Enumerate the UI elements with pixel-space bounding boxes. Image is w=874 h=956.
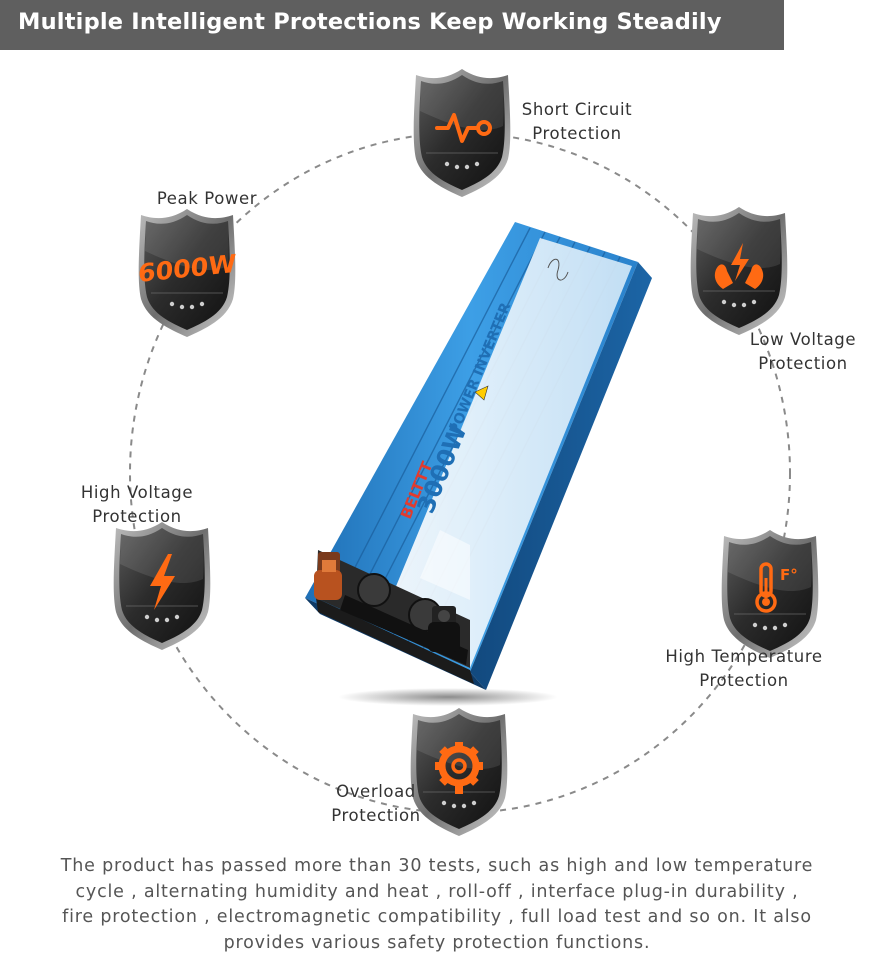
shield-high-voltage [113,521,211,651]
label-short-circuit: Short Circuit Protection [521,100,633,143]
shield-high-temperature: F° [721,529,819,659]
footer-line: cycle , alternating humidity and heat , … [75,881,799,902]
label-overload: Overload Protection [331,782,421,825]
inverter-image: BELTTT 3000W POWER INVERTER [305,222,652,690]
gear-icon [435,742,483,794]
footer-line: The product has passed more than 30 test… [60,856,814,876]
thermometer-icon: F° [755,562,798,613]
pulse-wave-icon [435,113,492,143]
shield-low-voltage [690,206,788,336]
label-low-voltage: Low Voltage Protection [749,330,857,373]
footer-description: The product has passed more than 30 test… [0,854,874,956]
hands-lightning-icon [714,243,764,289]
guide-ring [129,132,791,814]
inverter-shadow [338,688,558,706]
label-high-voltage: High Voltage Protection [80,483,194,526]
page-title: Multiple Intelligent Protections Keep Wo… [18,9,722,35]
label-high-temperature: High Temperature Protection [665,647,823,690]
header-banner: Multiple Intelligent Protections Keep Wo… [0,0,784,50]
shield-peak-power: 6000W [138,208,237,338]
shield-overload [410,707,508,837]
lightning-bolt-icon [150,554,175,610]
footer-line: fire protection , electromagnetic compat… [62,907,812,927]
label-peak-power: Peak Power [156,189,258,208]
footer-line: provides various safety protection funct… [223,932,651,953]
shield-short-circuit [413,68,511,198]
svg-text:F°: F° [780,566,798,584]
